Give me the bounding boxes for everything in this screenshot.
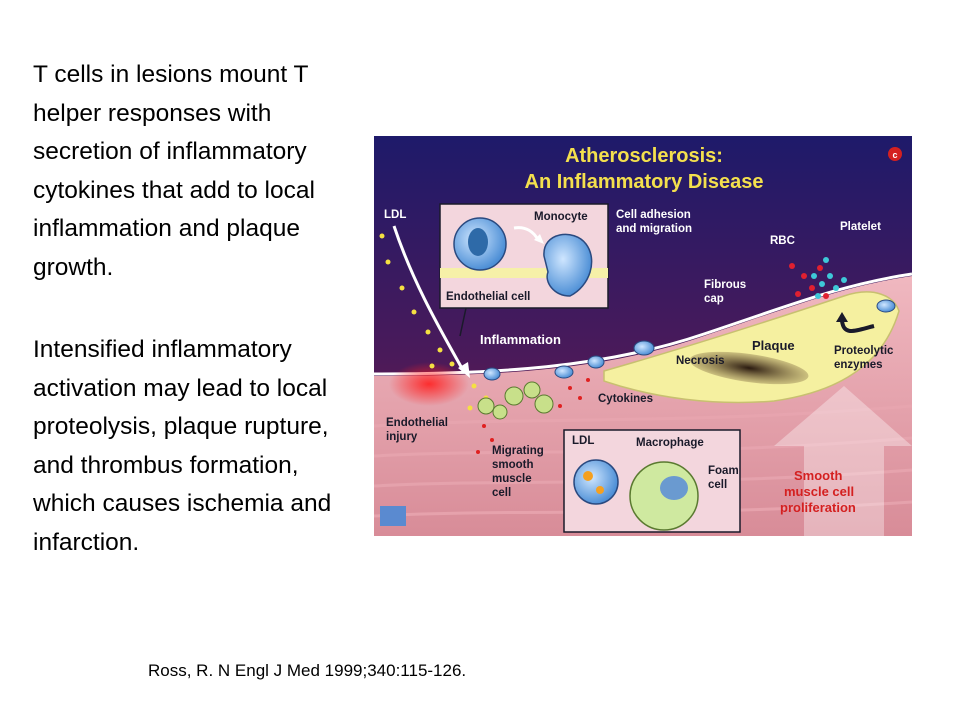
plaque-shape bbox=[603, 291, 900, 404]
label-necrosis: Necrosis bbox=[676, 355, 725, 367]
injury-glow bbox=[389, 362, 469, 406]
label-ldl-top: LDL bbox=[384, 209, 406, 221]
label-proteolytic-2: enzymes bbox=[834, 359, 883, 371]
label-ldl-inset: LDL bbox=[572, 435, 594, 447]
label-smooth-3: proliferation bbox=[780, 500, 856, 515]
fibrous-cap-line bbox=[374, 272, 912, 376]
citation-reference: Ross, R. N Engl J Med 1999;340:115-126. bbox=[148, 661, 467, 680]
copyright-mark bbox=[888, 147, 902, 161]
svg-text:c: c bbox=[892, 150, 897, 160]
label-endothelial-cell: Endothelial cell bbox=[446, 291, 530, 303]
proteolytic-arrow bbox=[840, 320, 875, 333]
rbc-cluster bbox=[789, 263, 829, 299]
atherosclerosis-figure: c Atherosclerosis: An Inflammatory Disea… bbox=[374, 136, 912, 536]
label-endothelial-injury-1: Endothelial bbox=[386, 417, 448, 429]
label-plaque: Plaque bbox=[752, 338, 795, 353]
publisher-logo bbox=[380, 506, 406, 526]
platelet-cluster bbox=[811, 257, 847, 299]
label-foam-1: Foam bbox=[708, 465, 739, 477]
label-migrating-3: muscle bbox=[492, 473, 532, 485]
label-monocyte: Monocyte bbox=[534, 211, 588, 223]
label-migrating-1: Migrating bbox=[492, 445, 544, 457]
label-foam-2: cell bbox=[708, 479, 727, 491]
adhering-monocytes bbox=[483, 340, 655, 381]
label-proteolytic-1: Proteolytic bbox=[834, 345, 894, 357]
label-fibrous-1: Fibrous bbox=[704, 279, 746, 291]
figure-title-line-2: An Inflammatory Disease bbox=[525, 171, 764, 193]
label-cell-adhesion-2: and migration bbox=[616, 223, 692, 235]
label-cell-adhesion-1: Cell adhesion bbox=[616, 209, 691, 221]
label-smooth-1: Smooth bbox=[794, 468, 842, 483]
label-platelet: Platelet bbox=[840, 221, 881, 233]
foam-cells-small bbox=[477, 381, 554, 420]
ldl-arrow bbox=[392, 225, 466, 373]
cytokine-particles bbox=[476, 378, 590, 454]
text-paragraph-2: Intensified inflammatory activation may … bbox=[33, 336, 332, 556]
label-fibrous-2: cap bbox=[704, 293, 724, 305]
atherosclerosis-illustration: c Atherosclerosis: An Inflammatory Disea… bbox=[374, 136, 912, 536]
figure-title-line-1: Atherosclerosis: bbox=[565, 145, 723, 167]
label-migrating-2: smooth bbox=[492, 459, 534, 471]
label-migrating-4: cell bbox=[492, 487, 511, 499]
label-smooth-2: muscle cell bbox=[784, 484, 854, 499]
label-macrophage: Macrophage bbox=[636, 437, 704, 449]
necrosis-core bbox=[689, 351, 809, 385]
label-inflammation: Inflammation bbox=[480, 332, 561, 347]
proliferation-arrow bbox=[774, 386, 912, 536]
text-paragraph-1: T cells in lesions mount T helper respon… bbox=[33, 61, 315, 281]
label-rbc: RBC bbox=[770, 235, 795, 247]
label-cytokines: Cytokines bbox=[598, 393, 653, 405]
label-endothelial-injury-2: injury bbox=[386, 431, 418, 443]
